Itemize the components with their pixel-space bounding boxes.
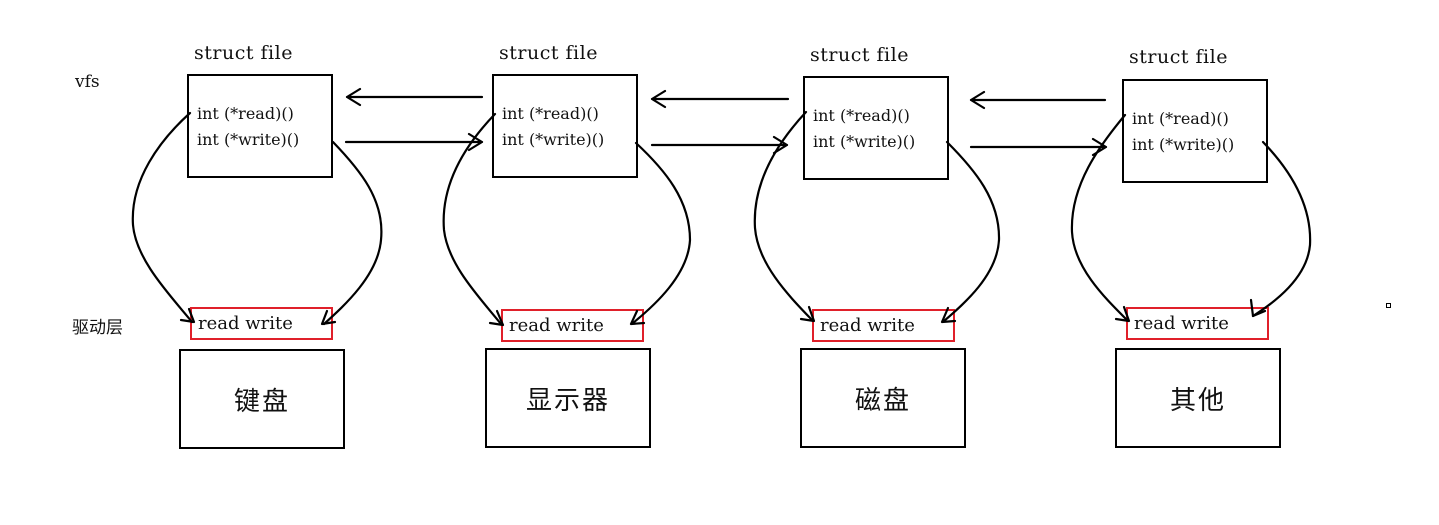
write-curve bbox=[942, 140, 1001, 323]
back-pointer-arrow bbox=[650, 89, 790, 109]
device-box: 键盘 bbox=[179, 349, 345, 449]
struct-title: struct file bbox=[194, 42, 293, 64]
next-pointer-arrow bbox=[344, 132, 484, 152]
vfs-layer-label: vfs bbox=[75, 72, 100, 92]
write-method: int (*write)() bbox=[197, 130, 300, 149]
struct-file-box: int (*read)() int (*write)() bbox=[803, 76, 949, 180]
driver-ops-label: read write bbox=[820, 315, 915, 336]
next-pointer-arrow bbox=[969, 137, 1108, 157]
driver-layer-label: 驱动层 bbox=[72, 318, 123, 338]
struct-title: struct file bbox=[499, 42, 598, 64]
device-box: 显示器 bbox=[485, 348, 651, 448]
back-pointer-arrow bbox=[969, 90, 1107, 110]
device-label: 其他 bbox=[1169, 385, 1226, 416]
struct-title: struct file bbox=[810, 44, 909, 66]
write-method: int (*write)() bbox=[1132, 135, 1235, 154]
driver-ops-label: read write bbox=[1134, 313, 1229, 334]
read-curve bbox=[131, 111, 194, 324]
write-method: int (*write)() bbox=[813, 132, 916, 151]
driver-ops-box: read write bbox=[190, 307, 333, 340]
read-method: int (*read)() bbox=[197, 104, 294, 123]
back-pointer-arrow bbox=[345, 87, 484, 107]
struct-title: struct file bbox=[1129, 46, 1228, 68]
read-curve bbox=[1070, 113, 1129, 322]
struct-file-box: int (*read)() int (*write)() bbox=[187, 74, 333, 178]
device-label: 磁盘 bbox=[854, 385, 911, 416]
read-method: int (*read)() bbox=[502, 104, 599, 123]
read-method: int (*read)() bbox=[813, 106, 910, 125]
struct-file-box: int (*read)() int (*write)() bbox=[492, 74, 638, 178]
device-label: 键盘 bbox=[233, 386, 290, 417]
driver-ops-label: read write bbox=[198, 313, 293, 334]
driver-ops-label: read write bbox=[509, 315, 604, 336]
read-method: int (*read)() bbox=[1132, 109, 1229, 128]
write-curve bbox=[631, 141, 692, 325]
device-label: 显示器 bbox=[525, 385, 610, 416]
next-pointer-arrow bbox=[650, 135, 789, 155]
driver-ops-box: read write bbox=[1126, 307, 1269, 340]
stray-mark bbox=[1386, 303, 1391, 308]
device-box: 磁盘 bbox=[800, 348, 966, 448]
driver-ops-box: read write bbox=[812, 309, 955, 342]
driver-ops-box: read write bbox=[501, 309, 644, 342]
device-box: 其他 bbox=[1115, 348, 1281, 448]
struct-file-box: int (*read)() int (*write)() bbox=[1122, 79, 1268, 183]
write-method: int (*write)() bbox=[502, 130, 605, 149]
